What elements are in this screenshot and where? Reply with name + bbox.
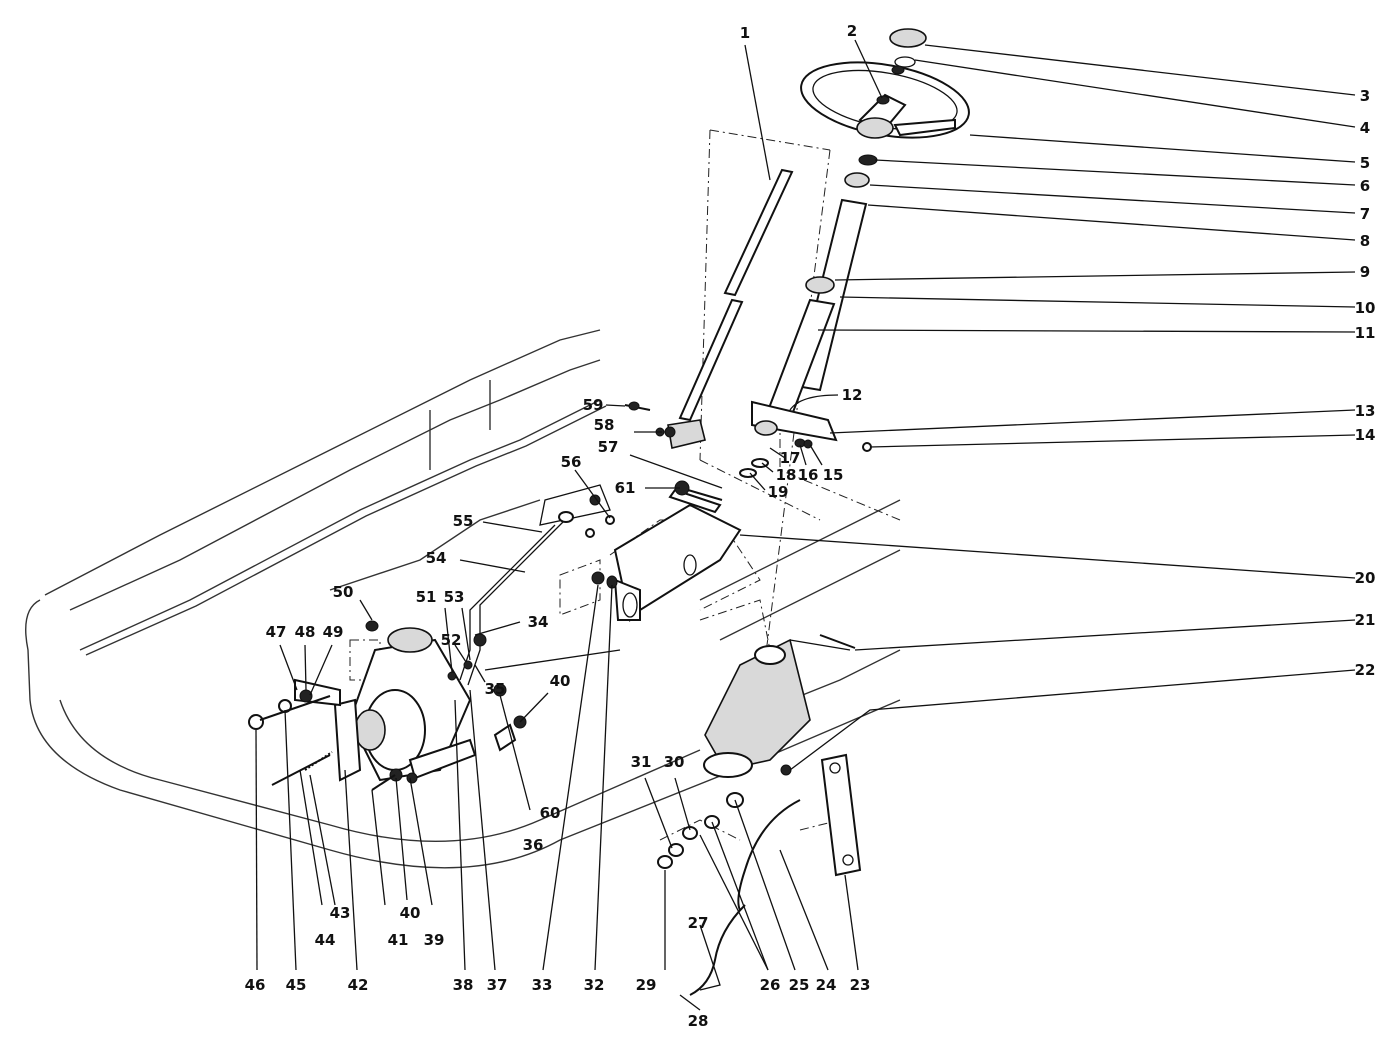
callout-44: 44: [315, 931, 336, 949]
callout-27: 27: [688, 914, 709, 932]
pitman-arm: [820, 753, 862, 877]
callout-labels: 1 2 3 4 5 6 7 8 9 10 11 12 13 14 15 16 1…: [245, 22, 1376, 1030]
leader-lines: [255, 39, 1356, 1011]
callout-39: 39: [424, 931, 445, 949]
callout-7: 7: [1360, 205, 1370, 223]
steering-gear: [703, 638, 851, 778]
callout-53: 53: [444, 588, 465, 606]
callout-48: 48: [295, 623, 316, 641]
callout-17: 17: [780, 449, 801, 467]
callout-6: 6: [1360, 177, 1370, 195]
callout-59: 59: [583, 396, 604, 414]
callout-33: 33: [532, 976, 553, 994]
callout-25: 25: [789, 976, 810, 994]
callout-45: 45: [286, 976, 307, 994]
callout-20: 20: [1355, 569, 1376, 587]
callout-52: 52: [441, 631, 462, 649]
pressure-hose: [657, 792, 801, 996]
callout-23: 23: [850, 976, 871, 994]
callout-46: 46: [245, 976, 266, 994]
callout-5: 5: [1360, 154, 1370, 172]
callout-56: 56: [561, 453, 582, 471]
power-steering-pump: [294, 627, 517, 782]
callout-15: 15: [823, 466, 844, 484]
callout-1: 1: [740, 24, 750, 42]
callout-40a: 40: [550, 672, 571, 690]
callout-28: 28: [688, 1012, 709, 1030]
callout-43: 43: [330, 904, 351, 922]
callout-55: 55: [453, 512, 474, 530]
callout-4: 4: [1360, 119, 1370, 137]
callout-29: 29: [636, 976, 657, 994]
callout-30: 30: [664, 753, 685, 771]
hydraulic-tubes: [459, 484, 621, 686]
steering-wheel: [800, 61, 970, 139]
callout-49: 49: [323, 623, 344, 641]
callout-12: 12: [842, 386, 863, 404]
callout-51: 51: [416, 588, 437, 606]
callout-57: 57: [598, 438, 619, 456]
callout-22: 22: [1355, 661, 1376, 679]
callout-58: 58: [594, 416, 615, 434]
callout-24: 24: [816, 976, 837, 994]
callout-36: 36: [523, 836, 544, 854]
callout-42: 42: [348, 976, 369, 994]
steering-column: [751, 154, 878, 448]
callout-35: 35: [485, 680, 506, 698]
callout-18: 18: [776, 466, 797, 484]
callout-8: 8: [1360, 232, 1370, 250]
callout-54: 54: [426, 549, 447, 567]
callout-13: 13: [1355, 402, 1376, 420]
callout-10: 10: [1355, 299, 1376, 317]
mounting-bracket: [591, 488, 742, 623]
steering-shaft: [664, 168, 794, 449]
callout-31: 31: [631, 753, 652, 771]
callout-26: 26: [760, 976, 781, 994]
callout-41: 41: [388, 931, 409, 949]
callout-32: 32: [584, 976, 605, 994]
vehicle-frame: [25, 129, 901, 869]
callout-14: 14: [1355, 426, 1376, 444]
callout-2: 2: [847, 22, 857, 40]
callout-50: 50: [333, 583, 354, 601]
callout-47: 47: [266, 623, 287, 641]
callout-60: 60: [540, 804, 561, 822]
callout-21: 21: [1355, 611, 1376, 629]
horn-cap: [889, 28, 927, 75]
callout-9: 9: [1360, 263, 1370, 281]
callout-61: 61: [615, 479, 636, 497]
callout-38: 38: [453, 976, 474, 994]
callout-34: 34: [528, 613, 549, 631]
callout-40b: 40: [400, 904, 421, 922]
callout-16: 16: [798, 466, 819, 484]
callout-11: 11: [1355, 324, 1376, 342]
callout-19: 19: [768, 483, 789, 501]
fasteners: [248, 401, 872, 791]
callout-37: 37: [487, 976, 508, 994]
callout-3: 3: [1360, 87, 1370, 105]
